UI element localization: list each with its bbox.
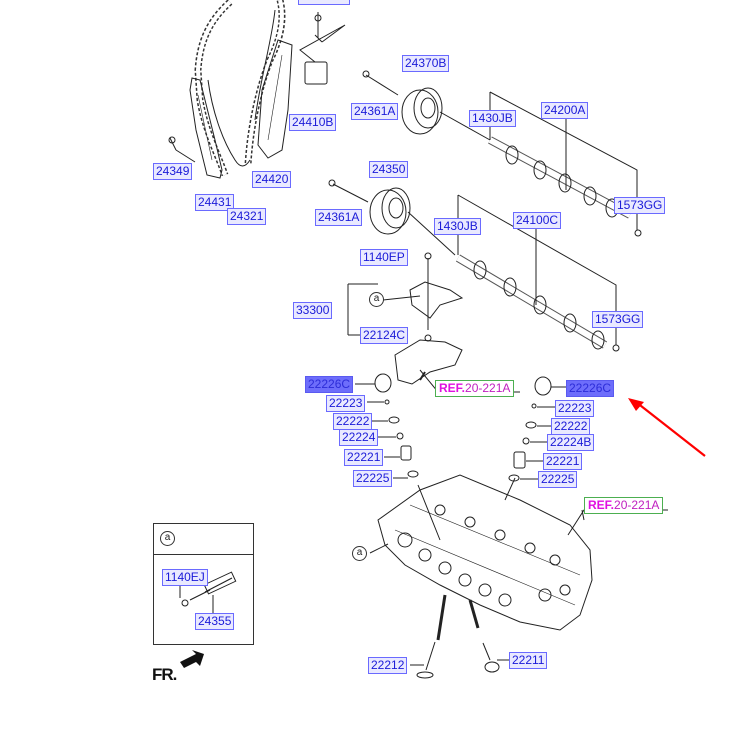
reference-link-cylinder-head[interactable]: REF.20-221A — [584, 497, 664, 514]
part-label-cotter-left[interactable]: 22223 — [326, 395, 366, 412]
part-label-exhaust-cvvt[interactable]: 24370B — [402, 55, 450, 72]
part-label-plug-intake[interactable]: 1573GG — [592, 311, 644, 328]
timing-chain-drawing — [194, 0, 286, 177]
ocv-assembly-drawing — [347, 252, 464, 342]
part-label-intake-sprocket-bolt[interactable]: 24361A — [315, 209, 363, 226]
intake-sprocket-drawing — [369, 187, 411, 235]
part-label-seat-left[interactable]: 22225 — [353, 470, 393, 487]
part-label-retainer-left[interactable]: 22222 — [333, 413, 373, 430]
part-label-seat-right[interactable]: 22225 — [538, 471, 578, 488]
part-label-intake-valve[interactable]: 22211 — [509, 652, 548, 669]
part-label-plug-exhaust[interactable]: 1573GG — [614, 197, 666, 214]
part-label-ocv-filter[interactable]: 22124C — [360, 327, 409, 344]
part-label-inset-valve[interactable]: 24355 — [195, 613, 235, 630]
detail-marker-a-head[interactable]: a — [352, 546, 367, 561]
part-label-ocv-bolt[interactable]: 1140EP — [360, 249, 408, 266]
part-label-partial-top[interactable] — [298, 0, 350, 5]
annotation-arrow — [628, 398, 706, 457]
part-label-intake-sprocket[interactable]: 24350 — [369, 161, 409, 178]
part-label-tappet-right[interactable]: 22226C — [566, 380, 615, 397]
part-label-dowel-pin-intake[interactable]: 1430JB — [434, 218, 481, 235]
reference-prefix: REF. — [588, 498, 615, 512]
part-label-cotter-right[interactable]: 22223 — [555, 400, 595, 417]
part-label-tensioner-arm[interactable]: 24420 — [252, 171, 292, 188]
part-label-exhaust-cvvt-bolt[interactable]: 24361A — [351, 103, 399, 120]
part-label-retainer-right[interactable]: 22222 — [551, 418, 591, 435]
part-label-spring-right[interactable]: 22221 — [543, 453, 583, 470]
intake-valve-drawing — [468, 599, 500, 673]
detail-marker-a[interactable]: a — [369, 292, 384, 307]
rocker-bracket-drawing — [394, 339, 463, 385]
part-label-exhaust-camshaft[interactable]: 24200A — [541, 102, 589, 119]
reference-link-bracket[interactable]: REF.20-221A — [435, 380, 515, 397]
detail-inset-a: a — [153, 523, 254, 645]
tensioner-arm-drawing — [257, 39, 293, 159]
part-label-spring-left[interactable]: 22221 — [344, 449, 384, 466]
chain-tensioner-drawing — [304, 61, 328, 85]
part-label-ocv-assembly[interactable]: 33300 — [293, 302, 333, 319]
intake-camshaft-drawing — [455, 254, 608, 350]
reference-code: 20-221A — [465, 381, 511, 395]
detail-inset-marker: a — [160, 531, 175, 546]
chain-guide-drawing — [189, 77, 223, 179]
front-arrow-icon — [180, 650, 204, 668]
part-label-seal-left[interactable]: 22224 — [339, 429, 379, 446]
part-label-timing-chain[interactable]: 24321 — [227, 208, 267, 225]
exhaust-cvvt-drawing — [401, 87, 443, 135]
part-label-tappet-left[interactable]: 22226C — [305, 376, 354, 393]
front-indicator-label: FR. — [152, 665, 177, 684]
exhaust-valve-drawing — [416, 594, 447, 679]
part-label-dowel-pin-exhaust[interactable]: 1430JB — [469, 110, 516, 127]
detail-inset-header: a — [154, 524, 253, 555]
part-label-seal-right[interactable]: 22224B — [547, 434, 595, 451]
part-label-intake-camshaft[interactable]: 24100C — [513, 212, 562, 229]
reference-code: 20-221A — [614, 498, 660, 512]
part-label-chain-guide[interactable]: 24431 — [195, 194, 235, 211]
tappet-left-drawing — [374, 373, 392, 393]
cylinder-head-drawing — [377, 474, 593, 631]
tappet-right-drawing — [534, 376, 552, 396]
part-label-inset-bolt[interactable]: 1140EJ — [162, 569, 208, 586]
exhaust-camshaft-drawing — [488, 136, 632, 219]
reference-prefix: REF. — [439, 381, 466, 395]
part-label-exhaust-valve[interactable]: 22212 — [368, 657, 408, 674]
part-label-guide-bolt[interactable]: 24349 — [153, 163, 193, 180]
part-label-chain-tensioner[interactable]: 24410B — [289, 114, 337, 131]
